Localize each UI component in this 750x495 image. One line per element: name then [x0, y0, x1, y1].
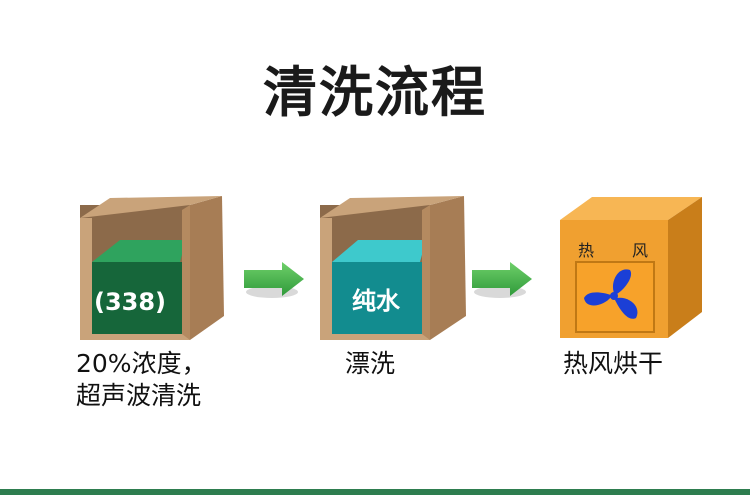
step-3-caption-line-1: 热风烘干	[563, 349, 664, 378]
step-2-caption: 漂洗	[345, 348, 395, 380]
step-3-caption: 热风烘干	[563, 348, 663, 380]
step-1-liquid	[92, 262, 182, 334]
fan-icon	[584, 269, 638, 319]
step-1-caption-line-2: 超声波清洗	[76, 381, 202, 410]
step-2-caption-line-1: 漂洗	[345, 349, 396, 378]
step-2-liquid	[332, 262, 422, 334]
step-2-box-label: 纯水	[352, 287, 401, 315]
step-2-tank: 纯水	[320, 196, 466, 340]
page-title: 清洗流程	[263, 61, 487, 124]
cube-label-hot: 热	[578, 241, 594, 260]
step-1-box-label: (338)	[94, 288, 166, 316]
bottom-band	[0, 489, 750, 495]
step-1-caption: 20%浓度， 超声波清洗	[76, 348, 207, 412]
step-1-tank: (338)	[80, 196, 224, 340]
step-1-caption-line-1: 20%浓度，	[76, 349, 207, 378]
right-arrow-icon	[472, 262, 532, 298]
cube-label-wind: 风	[632, 241, 648, 260]
right-arrow-icon	[244, 262, 304, 298]
step-3-cube: 热 风	[560, 197, 702, 338]
